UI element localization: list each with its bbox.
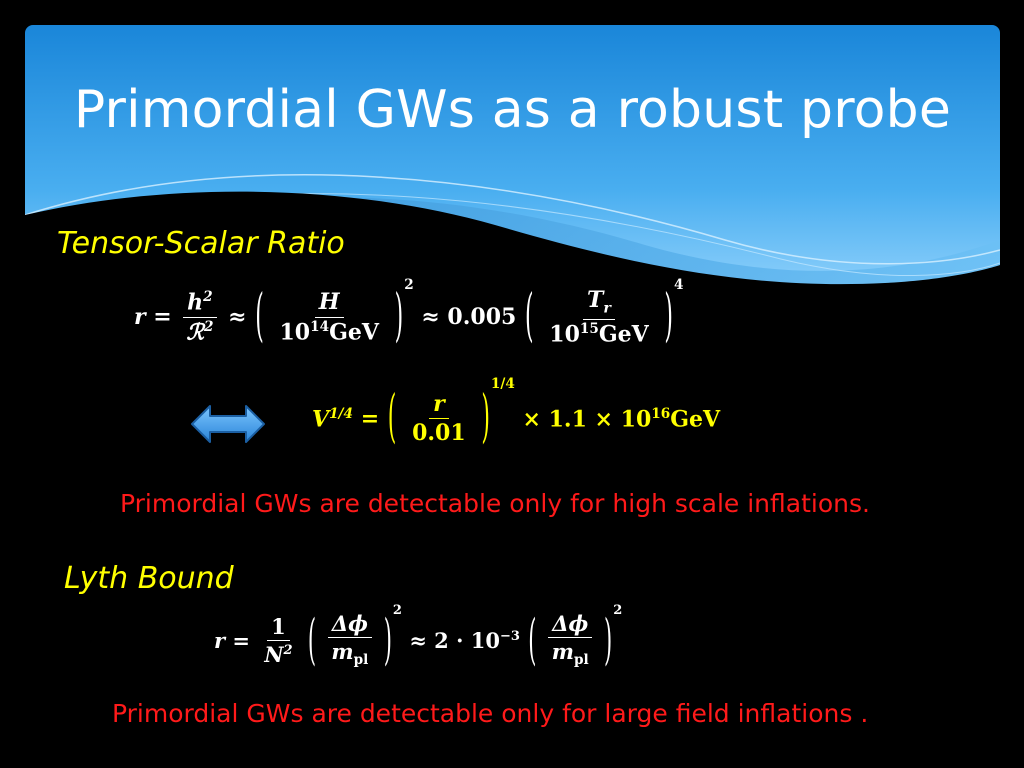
eq1-f2-num: H <box>314 290 344 318</box>
eq3-paren-close-2: ) <box>604 608 613 672</box>
equation-potential-scale: V1/4 = ( r 0.01 )1/4 × 1.1 × 1016GeV <box>312 376 721 451</box>
eq1-approx2: ≈ 0.005 <box>421 304 517 331</box>
eq3-approx-exp: −3 <box>499 628 520 644</box>
eq1-fraction-h-over-R: h2 ℛ2 <box>182 290 217 344</box>
eq2-paren-open: ( <box>387 386 397 452</box>
eq3-fraction-1-over-N: 1 N2 <box>260 614 296 667</box>
eq3-paren-open-2: ( <box>528 608 537 672</box>
eq3-f3-den-sub: pl <box>573 652 589 669</box>
eq1-fraction-H: H 1014GeV <box>275 290 382 344</box>
eq1-f1-den-exp: 2 <box>203 318 214 335</box>
eq2-rhs-unit: GeV <box>670 405 721 432</box>
eq1-paren-open-1: ( <box>255 284 264 350</box>
eq3-f2-den: m <box>331 639 354 665</box>
eq2-lhs: V <box>312 405 330 432</box>
eq1-f1-num: h <box>187 289 204 316</box>
double-arrow-icon <box>191 405 265 443</box>
eq1-paren-close-1: ) <box>394 284 404 350</box>
eq3-fraction-dphi-1: Δϕ mpl <box>327 612 372 668</box>
eq3-f3-exp: 2 <box>613 602 623 618</box>
eq3-lhs: r <box>214 627 226 653</box>
eq1-paren-close-2: ) <box>664 284 673 350</box>
eq3-f3-den: m <box>551 639 574 665</box>
eq1-f3-den-unit: GeV <box>598 321 649 348</box>
eq1-f1-num-exp: 2 <box>203 289 213 306</box>
eq3-equals: = <box>232 627 250 653</box>
eq3-f1-den: N <box>264 641 284 667</box>
eq3-fraction-dphi-2: Δϕ mpl <box>548 612 593 668</box>
equation-tensor-scalar-ratio: r = h2 ℛ2 ≈ ( H 1014GeV )2 ≈ 0.005 ( Tr … <box>134 277 683 350</box>
eq1-f2-exp: 2 <box>404 276 414 293</box>
eq3-f2-den-sub: pl <box>353 652 369 669</box>
eq3-f1-den-exp: 2 <box>283 642 293 658</box>
eq1-fraction-Tr: Tr 1015GeV <box>545 288 652 347</box>
eq1-f3-den: 10 <box>549 321 580 348</box>
eq1-f2-den-unit: GeV <box>329 318 379 345</box>
eq1-f3-num: T <box>587 287 604 313</box>
eq1-f2-den-exp: 14 <box>310 318 330 335</box>
eq2-f-num: r <box>429 392 449 420</box>
eq1-f2-den: 10 <box>279 318 311 345</box>
eq3-f2-exp: 2 <box>392 602 402 618</box>
eq2-f-exp: 1/4 <box>490 376 515 393</box>
header-band <box>25 25 1000 325</box>
eq3-f3-num: Δϕ <box>548 612 593 639</box>
equation-lyth-bound: r = 1 N2 ( Δϕ mpl )2 ≈ 2 · 10−3 ( Δϕ mpl… <box>214 603 622 672</box>
header-wave-graphic <box>25 25 1000 325</box>
eq2-fraction-r: r 0.01 <box>408 392 470 447</box>
section-heading-tensor-scalar: Tensor-Scalar Ratio <box>57 226 345 261</box>
eq3-f1-num: 1 <box>267 614 290 641</box>
eq1-f3-exp: 4 <box>673 276 684 293</box>
eq1-equals: = <box>153 304 172 331</box>
eq1-lhs: r <box>134 304 146 331</box>
note-high-scale-inflation: Primordial GWs are detectable only for h… <box>120 489 870 518</box>
note-large-field-inflation: Primordial GWs are detectable only for l… <box>112 699 869 728</box>
eq3-approx: ≈ 2 · 10 <box>409 627 500 653</box>
eq2-equals: = <box>360 405 380 432</box>
eq2-lhs-exp: 1/4 <box>329 405 354 422</box>
eq2-rhs-exp: 16 <box>651 405 671 422</box>
eq2-rhs: × 1.1 × 10 <box>522 405 652 432</box>
eq1-approx: ≈ <box>228 304 247 331</box>
section-heading-lyth-bound: Lyth Bound <box>64 561 234 596</box>
slide-title: Primordial GWs as a robust probe <box>73 80 952 140</box>
eq1-f3-num-sub: r <box>603 300 611 317</box>
eq1-f1-den: ℛ <box>186 319 204 346</box>
eq1-paren-open-2: ( <box>525 284 534 350</box>
eq3-paren-close-1: ) <box>383 608 392 672</box>
eq2-f-den: 0.01 <box>412 420 466 447</box>
eq3-paren-open-1: ( <box>307 608 317 672</box>
eq3-f2-num: Δϕ <box>327 612 372 639</box>
eq2-paren-close: ) <box>481 386 490 452</box>
eq1-f3-den-exp: 15 <box>579 321 599 338</box>
